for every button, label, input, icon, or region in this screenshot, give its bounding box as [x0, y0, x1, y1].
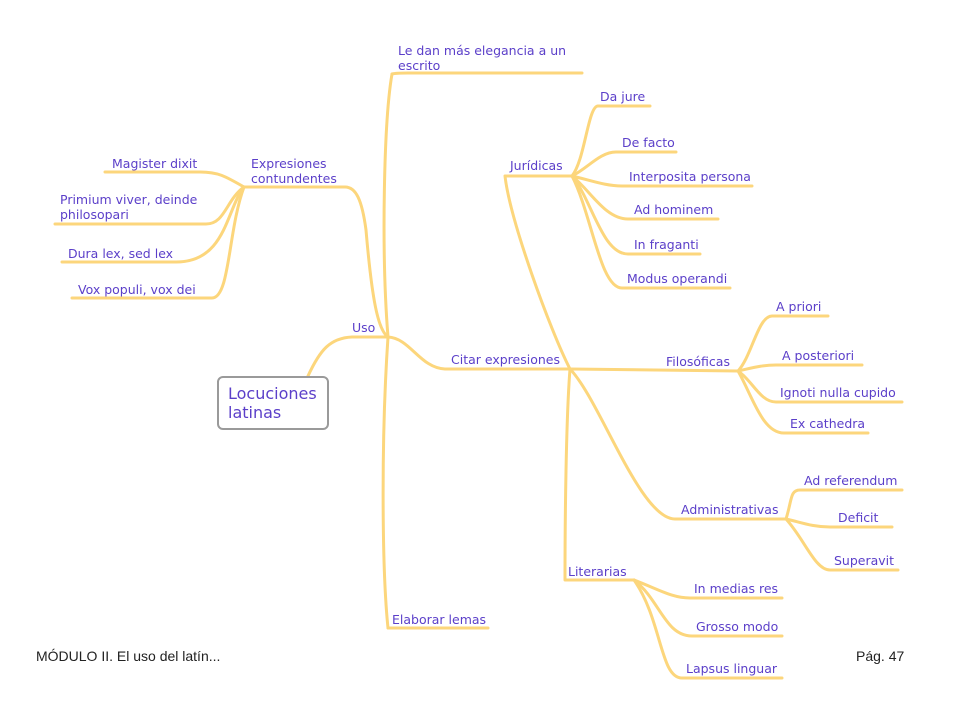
branch-filosoficas [568, 367, 740, 373]
branch-a-priori [736, 314, 830, 373]
branch-in-fraganti [570, 174, 702, 256]
node-a-posteriori: A posteriori [782, 348, 854, 363]
node-primium-line2: philosopari [60, 207, 129, 222]
node-filosoficas: Filosóficas [666, 354, 730, 369]
node-magister: Magister dixit [112, 156, 197, 171]
branch-in-medias [632, 578, 784, 600]
node-superavit: Superavit [834, 553, 894, 568]
branch-interposita [570, 174, 754, 188]
node-in-fraganti: In fraganti [634, 237, 699, 252]
branch-da-jure [570, 104, 652, 178]
branch-dura [60, 185, 246, 264]
branch-juridicas [503, 174, 574, 371]
branch-superavit [784, 517, 900, 572]
branch-magister [103, 170, 246, 189]
branch-ignoti [736, 369, 904, 404]
branch-uso-trunk [382, 72, 394, 339]
node-lapsus: Lapsus linguar [686, 661, 778, 676]
branch-a-posteriori [736, 363, 864, 373]
root-node-line2: latinas [228, 403, 282, 422]
node-da-jure: Da jure [600, 89, 646, 104]
branch-primium [53, 185, 246, 226]
branch-lapsus [632, 578, 784, 680]
branch-citar [386, 335, 572, 371]
root-node-line1: Locuciones [228, 384, 317, 403]
node-de-facto: De facto [622, 135, 675, 150]
branch-ad-hominem [570, 174, 720, 221]
node-uso: Uso [352, 320, 375, 335]
node-ignoti: Ignoti nulla cupido [780, 385, 896, 400]
branch-deficit [784, 517, 894, 529]
node-ad-hominem: Ad hominem [634, 202, 713, 217]
branch-le-dan [390, 71, 584, 76]
node-juridicas: Jurídicas [509, 158, 563, 173]
node-literarias: Literarias [568, 564, 627, 579]
branch-vox [70, 185, 246, 300]
node-grosso: Grosso modo [696, 619, 778, 634]
root-node: Locuciones latinas [217, 376, 329, 430]
node-expresiones-line2: contundentes [251, 171, 337, 186]
node-ad-referendum: Ad referendum [804, 473, 897, 488]
branch-uso-down [381, 335, 390, 630]
node-primium-line1: Primium viver, deinde [60, 192, 198, 207]
node-ex-cathedra: Ex cathedra [790, 416, 865, 431]
branch-expresiones [242, 185, 390, 339]
node-le-dan-line1: Le dan más elegancia a un [398, 43, 566, 58]
node-deficit: Deficit [838, 510, 879, 525]
branch-lines [53, 71, 904, 680]
node-in-medias: In medias res [694, 581, 778, 596]
node-a-priori: A priori [776, 299, 821, 314]
node-le-dan-line2: escrito [398, 58, 440, 73]
node-elaborar: Elaborar lemas [392, 612, 486, 627]
branch-ex-cathedra [736, 369, 870, 435]
branch-grosso [632, 578, 784, 638]
footer-module-title: MÓDULO II. El uso del latín... [36, 648, 221, 664]
branch-administrativas [568, 367, 788, 521]
branch-modus [570, 174, 732, 290]
node-vox: Vox populi, vox dei [78, 282, 196, 297]
node-expresiones-line1: Expresiones [251, 156, 327, 171]
node-citar: Citar expresiones [451, 352, 560, 367]
node-administrativas: Administrativas [681, 502, 778, 517]
node-modus: Modus operandi [627, 271, 727, 286]
node-interposita: Interposita persona [629, 169, 751, 184]
footer-page-number: Pág. 47 [856, 648, 905, 664]
branch-literarias [563, 367, 636, 582]
branch-de-facto [570, 150, 678, 178]
branch-root-uso [306, 335, 390, 378]
node-dura: Dura lex, sed lex [68, 246, 173, 261]
branch-ad-referendum [784, 488, 904, 521]
